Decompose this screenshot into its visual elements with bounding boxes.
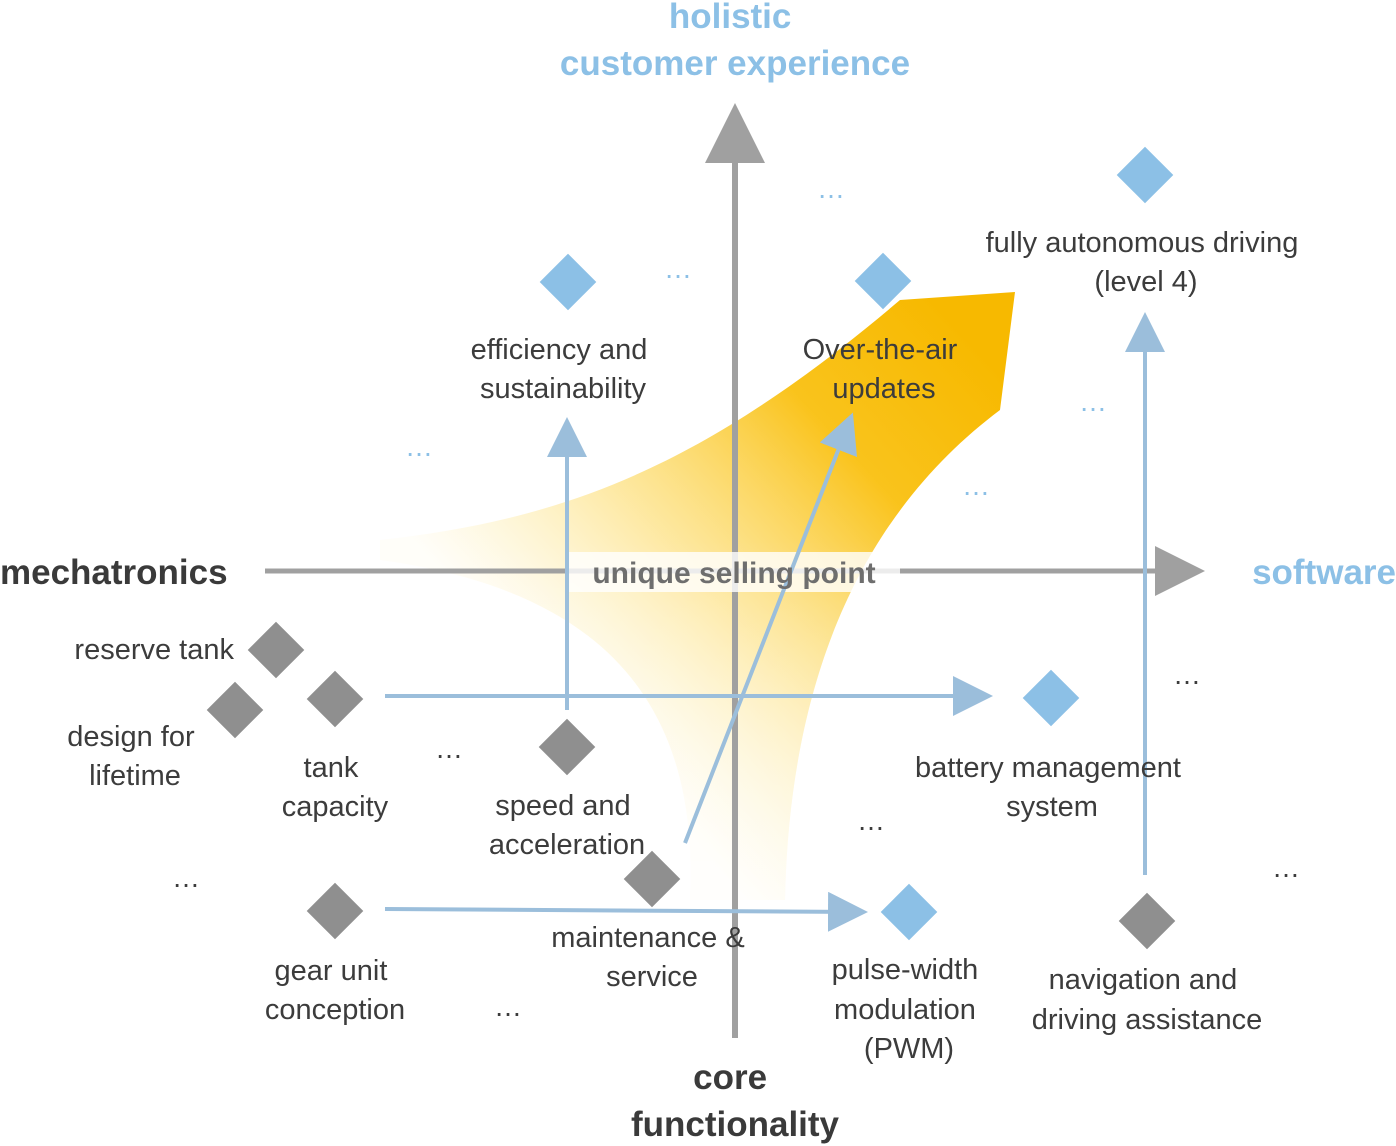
label-fully-autonomous-driving: fully autonomous driving (level 4) [986, 227, 1307, 298]
label-battery-management-system: battery management system [915, 752, 1189, 823]
diamond-navigation-driving-assistance [1118, 892, 1176, 950]
label-efficiency-sustainability: efficiency and sustainability [471, 334, 656, 405]
ellipsis-mark: … [494, 991, 522, 1022]
arrow-gear-to-pwm [384, 891, 868, 932]
diamond-gear-unit-conception [306, 882, 364, 940]
axis-label-top: holistic customer experience [560, 0, 910, 83]
arrow-maintenance-to-ota [683, 412, 858, 844]
diamond-maintenance-service [623, 850, 681, 908]
diamond-pulse-width-modulation [880, 883, 938, 941]
ellipsis-mark: … [1173, 659, 1201, 690]
ellipsis-mark-blue: … [405, 431, 433, 462]
axis-label-bottom: core functionality [631, 1058, 840, 1144]
diamond-tank-capacity [306, 670, 364, 728]
diamond-fully-autonomous-driving [1116, 146, 1174, 204]
label-navigation-driving-assistance: navigation and driving assistance [1032, 964, 1263, 1036]
ellipsis-mark-blue: … [817, 173, 845, 204]
label-tank-capacity: tank capacity [282, 752, 389, 823]
diamond-speed-and-acceleration [538, 718, 596, 776]
label-over-the-air-updates: Over-the-air updates [803, 334, 966, 405]
ellipsis-mark: … [857, 805, 885, 836]
ellipsis-mark-blue: … [664, 253, 692, 284]
ellipsis-mark: … [1272, 852, 1300, 883]
ellipsis-mark-blue: … [1079, 386, 1107, 417]
label-reserve-tank: reserve tank [74, 634, 234, 666]
label-maintenance-service: maintenance & service [551, 922, 753, 993]
ellipsis-mark: … [172, 862, 200, 893]
center-label-usp: unique selling point [592, 557, 875, 590]
axis-label-left: mechatronics [0, 553, 228, 592]
axis-label-right: software [1252, 553, 1396, 592]
diamond-efficiency-sustainability [539, 253, 597, 311]
usp-label-background [568, 552, 900, 592]
label-gear-unit-conception: gear unit conception [265, 955, 405, 1026]
label-design-for-lifetime: design for lifetime [67, 721, 202, 792]
diamond-design-for-lifetime [206, 681, 264, 739]
diamond-battery-management-system [1022, 669, 1080, 727]
diamond-reserve-tank [247, 621, 305, 679]
ellipsis-mark-blue: … [962, 470, 990, 501]
ellipsis-mark: … [435, 733, 463, 764]
label-pulse-width-modulation: pulse-width modulation (PWM) [832, 954, 987, 1065]
label-speed-and-acceleration: speed and acceleration [489, 790, 645, 861]
